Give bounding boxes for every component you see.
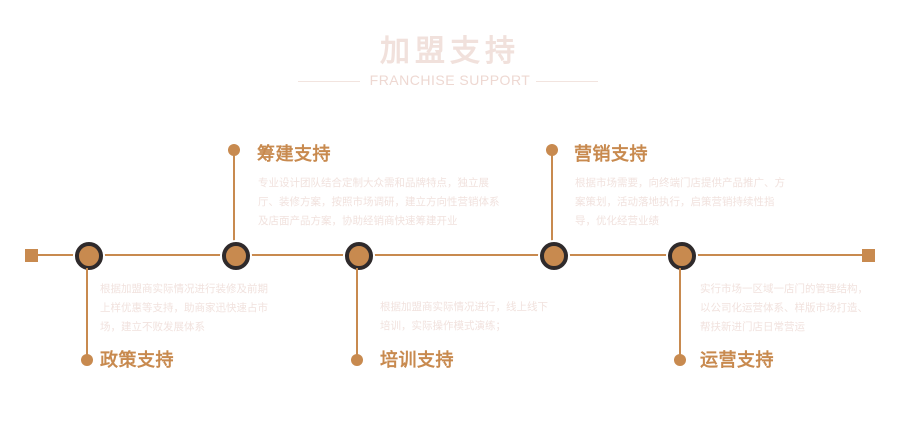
- dot-training: [351, 354, 363, 366]
- timeline-axis: [30, 254, 872, 256]
- timeline-node-policy[interactable]: [75, 242, 103, 270]
- desc-marketing: 根据市场需要，向终端门店提供产品推广、方案策划，活动落地执行，启策营销持续性指导…: [575, 177, 785, 227]
- stem-marketing: [551, 150, 553, 242]
- label-training[interactable]: 培训支持: [380, 350, 454, 371]
- timeline-node-construction[interactable]: [222, 242, 250, 270]
- stem-operation: [679, 268, 681, 356]
- label-policy[interactable]: 政策支持: [100, 350, 174, 371]
- timeline-node-marketing[interactable]: [540, 242, 568, 270]
- dot-policy: [81, 354, 93, 366]
- stem-construction: [233, 150, 235, 242]
- label-operation[interactable]: 运营支持: [700, 350, 774, 371]
- section-subtitle: FRANCHISE SUPPORT: [369, 72, 531, 88]
- desc-policy: 根据加盟商实际情况进行装修及前期上样优惠等支持，助商家迅快速占市场，建立不败发展…: [100, 283, 268, 333]
- title-rule-right: [536, 81, 598, 82]
- title-rule-left: [298, 81, 360, 82]
- label-construction[interactable]: 筹建支持: [257, 144, 331, 165]
- desc-operation: 实行市场一区域一店门的管理结构，以公司化运营体系、样版市场打造、帮扶新进门店日常…: [700, 283, 868, 333]
- section-title: 加盟支持: [380, 34, 520, 69]
- dot-operation: [674, 354, 686, 366]
- desc-construction: 专业设计团队结合定制大众需和品牌特点，独立展厅、装修方案，按照市场调研，建立方向…: [258, 177, 500, 227]
- timeline-end-cap-right: [862, 249, 875, 262]
- stem-policy: [86, 268, 88, 356]
- timeline-node-training[interactable]: [345, 242, 373, 270]
- label-marketing[interactable]: 营销支持: [574, 144, 648, 165]
- stem-training: [356, 268, 358, 356]
- timeline-end-cap-left: [25, 249, 38, 262]
- timeline-node-operation[interactable]: [668, 242, 696, 270]
- desc-training: 根据加盟商实际情况进行，线上线下培训，实际操作模式演练；: [380, 301, 548, 332]
